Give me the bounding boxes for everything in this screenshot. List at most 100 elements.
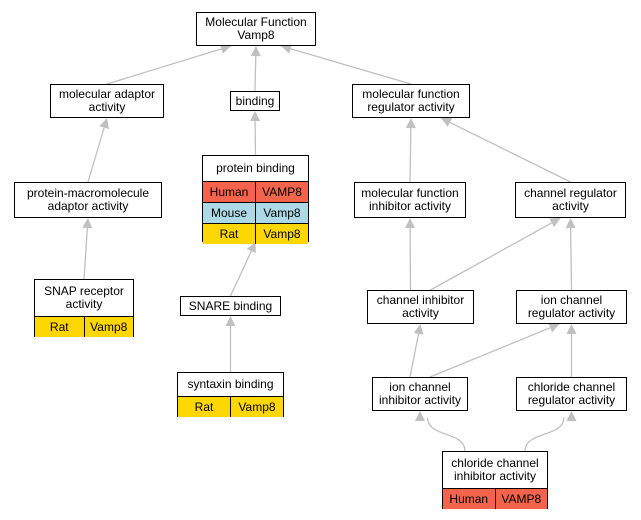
edge-line <box>449 121 571 183</box>
edge-line <box>409 127 412 183</box>
node-title-line: Vamp8 <box>237 28 275 42</box>
gene-label: Vamp8 <box>230 397 283 417</box>
node-title-line: protein binding <box>216 161 295 175</box>
gene-label: VAMP8 <box>255 182 308 202</box>
edge-arrowhead <box>565 218 576 229</box>
edge-line <box>229 250 252 297</box>
edge-arrowhead <box>566 324 577 334</box>
node-snare-binding: SNARE binding <box>180 296 281 316</box>
edge-line <box>429 327 551 378</box>
node-title-line: molecular adaptor <box>58 87 156 101</box>
edge-arrowhead <box>405 218 416 229</box>
node-title-line: SNARE binding <box>188 299 273 313</box>
edge-line <box>87 127 105 183</box>
node-title: SNARE binding <box>181 297 280 315</box>
edge-arrowhead <box>415 411 425 421</box>
node-title-line: SNAP receptor <box>44 284 124 298</box>
edge-line <box>426 417 466 452</box>
node-title-line: activity <box>88 100 126 114</box>
node-title-line: inhibitor activity <box>453 469 537 483</box>
edge-arrowhead <box>413 324 424 335</box>
edge-arrowhead <box>246 242 256 254</box>
gene-label: Vamp8 <box>255 224 308 244</box>
node-title-line: regulator activity <box>527 393 616 407</box>
edge-arrowhead <box>219 44 231 54</box>
gene-label: VAMP8 <box>494 489 547 509</box>
node-title-line: regulator activity <box>527 306 616 320</box>
edge-line <box>290 48 412 85</box>
node-title-line: activity <box>402 306 439 320</box>
node-title-line: chloride channel <box>527 380 616 394</box>
edge-line <box>524 417 565 452</box>
node-title-line: protein-macromolecule <box>26 186 150 200</box>
species-label: Rat <box>203 224 255 244</box>
node-title-line: channel regulator <box>524 186 617 200</box>
node-title-line: molecular function <box>361 186 459 200</box>
species-label: Human <box>203 182 255 202</box>
species-label: Rat <box>35 317 84 337</box>
edge-arrowhead <box>99 118 109 130</box>
node-title-line: molecular function <box>362 87 460 101</box>
node-title-line: Molecular Function <box>205 15 307 29</box>
edge-arrowhead <box>441 117 453 127</box>
edge-arrowhead <box>250 46 261 57</box>
species-label: Rat <box>178 397 230 417</box>
edge-line <box>430 222 553 291</box>
node-title: binding <box>231 92 279 110</box>
edge-line <box>83 227 88 280</box>
node-title-line: ion channel <box>540 293 603 307</box>
node-title-line: channel inhibitor <box>376 293 465 307</box>
node-title-line: binding <box>235 94 275 108</box>
edge-arrowhead <box>250 111 261 122</box>
node-title: syntaxin binding <box>178 373 283 396</box>
node-binding: binding <box>230 91 280 111</box>
edge-arrowhead <box>225 316 236 326</box>
node-title-line: ion channel <box>389 380 451 394</box>
node-title-line: activity <box>65 297 103 311</box>
node-title-line: activity <box>552 199 589 213</box>
node-title-line: inhibitor activity <box>368 199 452 213</box>
edge-arrowhead <box>566 411 577 421</box>
edge-arrowhead <box>548 323 560 333</box>
edge-line <box>106 48 222 85</box>
node-title-line: adaptor activity <box>47 199 129 213</box>
gene-label: Vamp8 <box>83 317 133 337</box>
edge-arrowhead <box>405 118 416 129</box>
species-label: Human <box>443 489 495 509</box>
edge-line <box>409 333 420 378</box>
species-label: Mouse <box>203 203 255 223</box>
node-title-line: syntaxin binding <box>187 377 274 391</box>
